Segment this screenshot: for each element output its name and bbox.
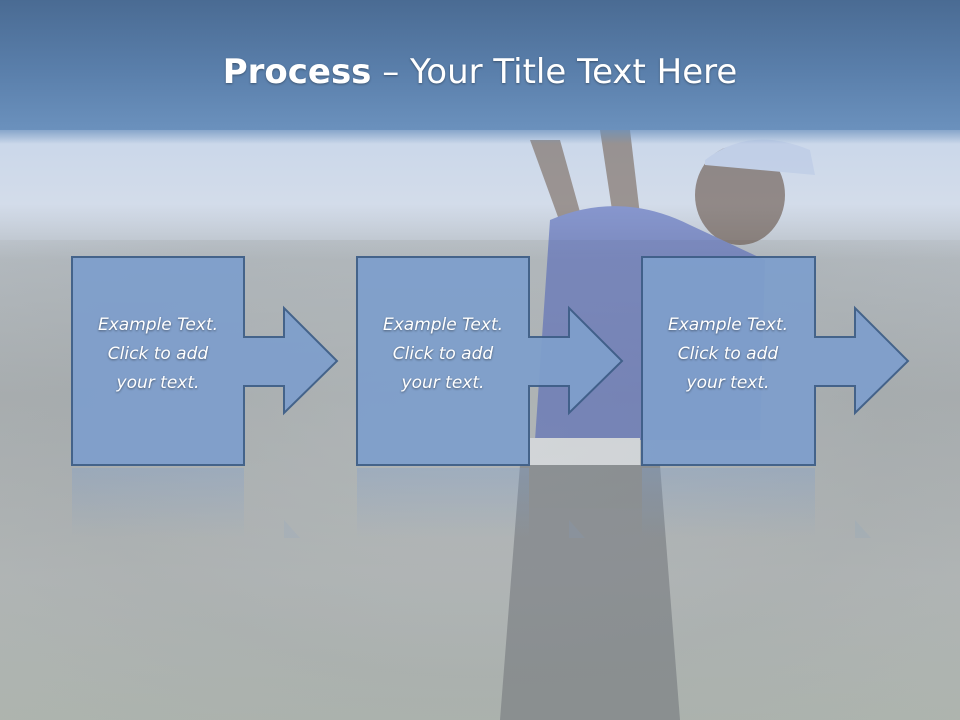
- step-1-line-3: your text.: [116, 373, 200, 393]
- step-3-line-1: Example Text.: [667, 315, 789, 335]
- process-step-1[interactable]: [71, 256, 339, 466]
- step-2-text[interactable]: Example Text. Click to add your text.: [357, 311, 529, 398]
- step-1-line-2: Click to add: [107, 344, 209, 364]
- title-bold: Process: [222, 52, 372, 92]
- step-3-line-2: Click to add: [677, 344, 779, 364]
- process-step-3[interactable]: [641, 256, 910, 466]
- step-1-text[interactable]: Example Text. Click to add your text.: [72, 311, 244, 398]
- step-2-line-3: your text.: [401, 373, 485, 393]
- step-1-line-1: Example Text.: [97, 315, 219, 335]
- step-2-line-2: Click to add: [392, 344, 494, 364]
- title-band: [0, 0, 960, 144]
- process-step-2[interactable]: [356, 256, 624, 466]
- step-reflections: [72, 468, 871, 538]
- slide-title[interactable]: Process – Your Title Text Here: [0, 52, 960, 92]
- step-3-text[interactable]: Example Text. Click to add your text.: [642, 311, 814, 398]
- title-rest: – Your Title Text Here: [371, 52, 738, 92]
- step-3-line-3: your text.: [686, 373, 770, 393]
- step-2-line-1: Example Text.: [382, 315, 504, 335]
